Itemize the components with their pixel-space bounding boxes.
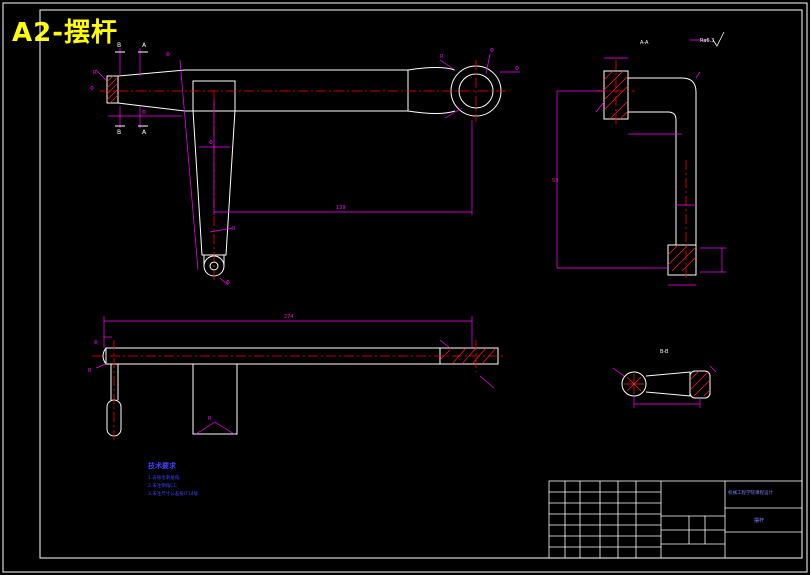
svg-text:Φ: Φ	[515, 66, 519, 72]
inner-border	[39, 9, 803, 559]
svg-text:R: R	[232, 226, 236, 232]
main-view-dim-text: 139 R Φ Φ Φ R Φ Φ Φ R Φ	[90, 48, 519, 286]
dim-center-distance: 139	[336, 205, 346, 211]
roughness-symbol	[712, 31, 725, 47]
bottom-view	[102, 347, 499, 437]
section-b-label: B-B	[660, 349, 669, 355]
note-line-2: 2.未注倒角C1;	[148, 482, 178, 489]
svg-text:A: A	[142, 42, 147, 49]
svg-text:R: R	[440, 54, 444, 60]
title-block-part-name: 摆杆	[754, 517, 764, 524]
side-view-text: 53 A-A Ra6.3	[552, 38, 714, 184]
title-block	[548, 480, 803, 559]
notes-heading: 技术要求	[148, 461, 177, 470]
svg-text:R: R	[93, 70, 97, 76]
note-line-3: 3.未注尺寸公差按IT14级.	[148, 490, 200, 497]
svg-text:B: B	[117, 42, 121, 49]
section-markers: B A B A	[117, 42, 147, 136]
svg-text:Φ: Φ	[209, 140, 213, 146]
drawing-title: A2-摆杆	[12, 18, 119, 48]
side-view-hatch	[603, 70, 697, 272]
main-view-dimensions	[95, 48, 520, 286]
dim-vertical-height: 53	[552, 178, 558, 184]
section-b	[621, 370, 711, 399]
main-view-centerlines	[100, 60, 510, 280]
title-block-school: 机械工程学院课程设计	[728, 489, 773, 496]
svg-text:Φ: Φ	[166, 52, 170, 58]
main-view	[106, 65, 502, 277]
side-view-centerlines	[596, 60, 687, 280]
section-a-label: A-A	[640, 40, 649, 46]
bottom-view-text: 274 Φ R R	[88, 314, 294, 422]
section-b-dimensions	[612, 365, 717, 408]
svg-text:Φ: Φ	[142, 110, 146, 116]
note-line-1: 1.去除毛刺棱角;	[148, 474, 181, 481]
main-view-hub-hatch	[106, 75, 119, 104]
svg-text:R: R	[208, 416, 212, 422]
roughness-mark: Ra6.3	[700, 38, 714, 44]
svg-text:B: B	[117, 129, 121, 136]
side-view-dimensions	[556, 39, 726, 286]
section-b-hatch	[624, 370, 711, 397]
svg-text:Φ: Φ	[226, 280, 230, 286]
side-view	[603, 70, 697, 276]
dim-overall-length: 274	[284, 314, 294, 320]
bottom-view-centerlines	[92, 340, 505, 440]
section-marker-lines	[115, 51, 148, 127]
svg-text:R: R	[88, 368, 92, 374]
svg-text:Φ: Φ	[90, 86, 94, 92]
svg-text:Φ: Φ	[94, 340, 98, 346]
technical-notes: 技术要求 1.去除毛刺棱角; 2.未注倒角C1; 3.未注尺寸公差按IT14级.	[148, 461, 200, 497]
bottom-view-dimensions	[95, 316, 495, 435]
svg-text:A: A	[142, 129, 147, 136]
svg-text:Φ: Φ	[490, 48, 494, 54]
